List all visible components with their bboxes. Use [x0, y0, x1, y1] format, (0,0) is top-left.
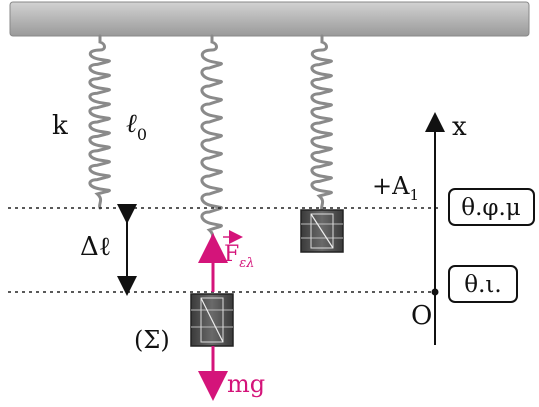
equilibrium-position-label: θ.ι.: [464, 272, 502, 298]
extension-label: Δℓ: [80, 232, 111, 262]
elastic-force-label: Fελ: [224, 242, 254, 271]
natural-length-position-box: [448, 188, 535, 226]
spring-constant-label: k: [52, 111, 68, 141]
ceiling: [9, 1, 530, 37]
origin-label: O: [411, 301, 432, 331]
natural-length-position-label: θ.φ.μ: [461, 195, 521, 221]
spring-amplitude: [310, 34, 333, 212]
axis-label: x: [452, 112, 467, 142]
weight-label: mg: [227, 370, 265, 398]
spring-equilibrium: [200, 34, 223, 246]
spring-natural: [88, 34, 111, 210]
body-label: (Σ): [134, 326, 170, 354]
block-amplitude: [300, 209, 344, 253]
block-sigma: [190, 293, 234, 347]
amplitude-label: +A1: [372, 172, 419, 204]
equilibrium-position-box: [448, 265, 518, 303]
origin-point: [431, 288, 439, 296]
natural-length-label: ℓ0: [126, 109, 147, 144]
